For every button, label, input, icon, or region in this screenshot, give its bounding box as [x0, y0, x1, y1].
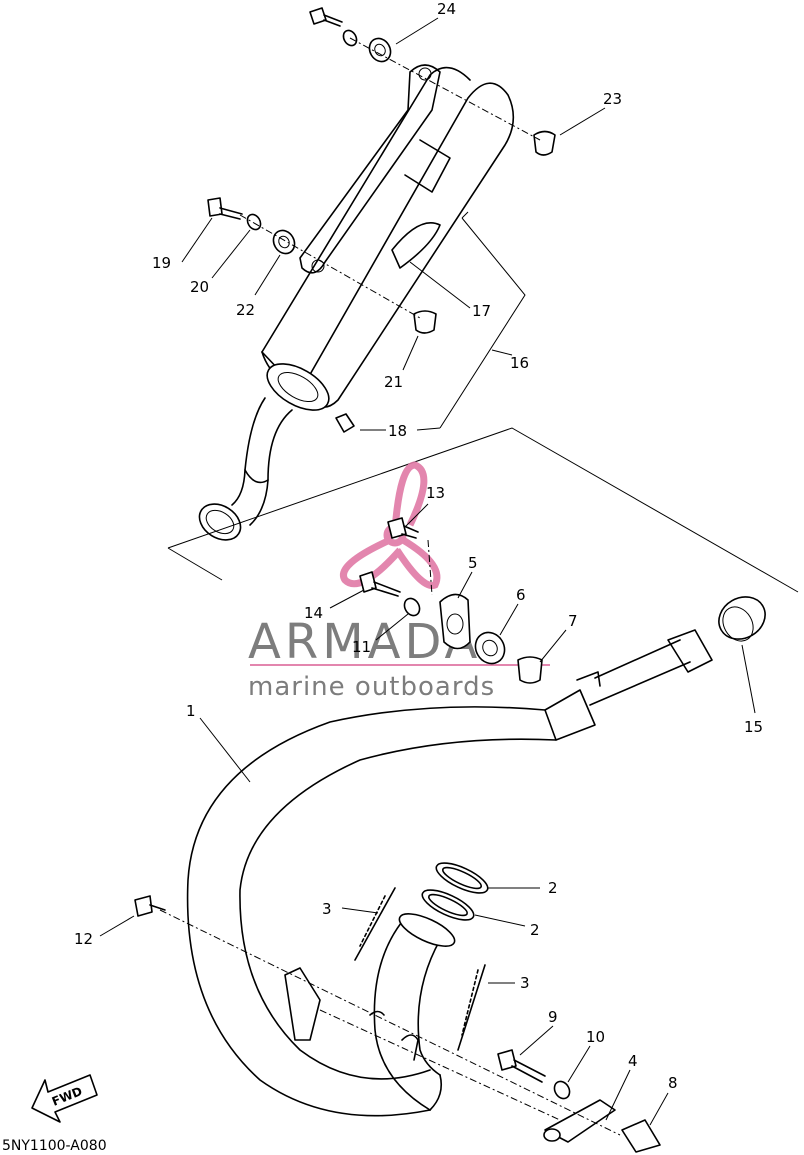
callout-16: 16	[510, 354, 529, 372]
callout-2b: 2	[530, 921, 540, 939]
callout-2a: 2	[548, 879, 558, 897]
callout-21: 21	[384, 373, 403, 391]
top-hardware	[207, 7, 556, 433]
fwd-arrow: FWD	[31, 1074, 98, 1123]
middle-hardware	[359, 517, 766, 684]
armada-watermark: ARMADA marine outboards	[248, 461, 550, 702]
callout-8: 8	[668, 1074, 678, 1092]
callout-labels: 24 23 19 20 22 17 16 21 18 13 5 6 7 14 1…	[74, 0, 763, 1092]
silencer-assembly	[198, 64, 515, 541]
watermark-tagline: marine outboards	[248, 672, 495, 702]
leader-lines	[99, 17, 756, 1126]
diagram-code: 5NY1100-A080	[2, 1138, 107, 1154]
callout-11: 11	[352, 638, 371, 656]
callout-14: 14	[304, 604, 323, 622]
exhaust-pipe	[186, 629, 713, 1117]
callout-19: 19	[152, 254, 171, 272]
callout-20: 20	[190, 278, 209, 296]
callout-9: 9	[548, 1008, 558, 1026]
callout-4: 4	[628, 1052, 638, 1070]
callout-6: 6	[516, 586, 526, 604]
callout-7: 7	[568, 612, 578, 630]
callout-13: 13	[426, 484, 445, 502]
callout-10: 10	[586, 1028, 605, 1046]
callout-24: 24	[437, 0, 456, 18]
watermark-brand: ARMADA	[248, 614, 481, 670]
callout-22: 22	[236, 301, 255, 319]
lower-hardware	[134, 862, 661, 1153]
callout-3a: 3	[322, 900, 332, 918]
callout-5: 5	[468, 554, 478, 572]
callout-15: 15	[744, 718, 763, 736]
callout-18: 18	[388, 422, 407, 440]
callout-23: 23	[603, 90, 622, 108]
callout-17: 17	[472, 302, 491, 320]
callout-3b: 3	[520, 974, 530, 992]
callout-1: 1	[186, 702, 196, 720]
callout-12: 12	[74, 930, 93, 948]
